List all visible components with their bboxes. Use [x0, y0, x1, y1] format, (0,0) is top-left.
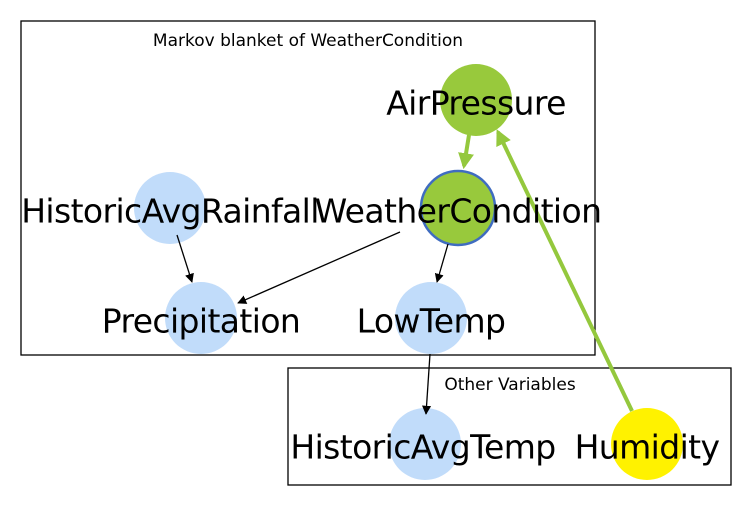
humidity-label: Humidity: [575, 428, 720, 467]
humidity-node[interactable]: [611, 408, 683, 480]
precipitation-node[interactable]: [165, 282, 237, 354]
air-pressure-node[interactable]: [440, 64, 512, 136]
edge-historic-avg-rainfall-to-precipitation: [176, 234, 194, 283]
markov-blanket-box: [20, 20, 596, 356]
other-variables-box: [287, 367, 732, 486]
markov-blanket-group: Markov blanket of WeatherCondition: [20, 20, 596, 356]
node-circles: [134, 64, 683, 480]
edges: [176, 129, 634, 415]
edge-weather-condition-to-precipitation: [237, 231, 401, 304]
edge-low-temp-to-historic-avg-temp: [422, 353, 432, 415]
historic-avg-rainfall-node[interactable]: [134, 172, 206, 244]
precipitation-label: Precipitation: [102, 302, 300, 341]
other-variables-group: Other Variables: [287, 367, 732, 486]
markov-blanket-label: Markov blanket of WeatherCondition: [153, 31, 463, 51]
low-temp-node[interactable]: [395, 282, 467, 354]
edge-air-pressure-to-weather-condition: [458, 134, 474, 170]
historic-avg-rainfall-label: HistoricAvgRainfall: [21, 192, 319, 231]
edge-weather-condition-to-low-temp: [434, 243, 449, 283]
other-variables-label: Other Variables: [444, 375, 576, 395]
historic-avg-temp-label: HistoricAvgTemp: [290, 428, 555, 467]
weather-condition-label: WeatherCondition: [315, 192, 602, 231]
air-pressure-label: AirPressure: [386, 84, 566, 123]
low-temp-label: LowTemp: [357, 302, 506, 341]
weather-condition-node[interactable]: [419, 169, 497, 247]
node-labels: AirPressure HistoricAvgRainfall WeatherC…: [21, 84, 720, 467]
historic-avg-temp-node[interactable]: [389, 408, 461, 480]
edge-humidity-to-air-pressure: [496, 129, 634, 412]
